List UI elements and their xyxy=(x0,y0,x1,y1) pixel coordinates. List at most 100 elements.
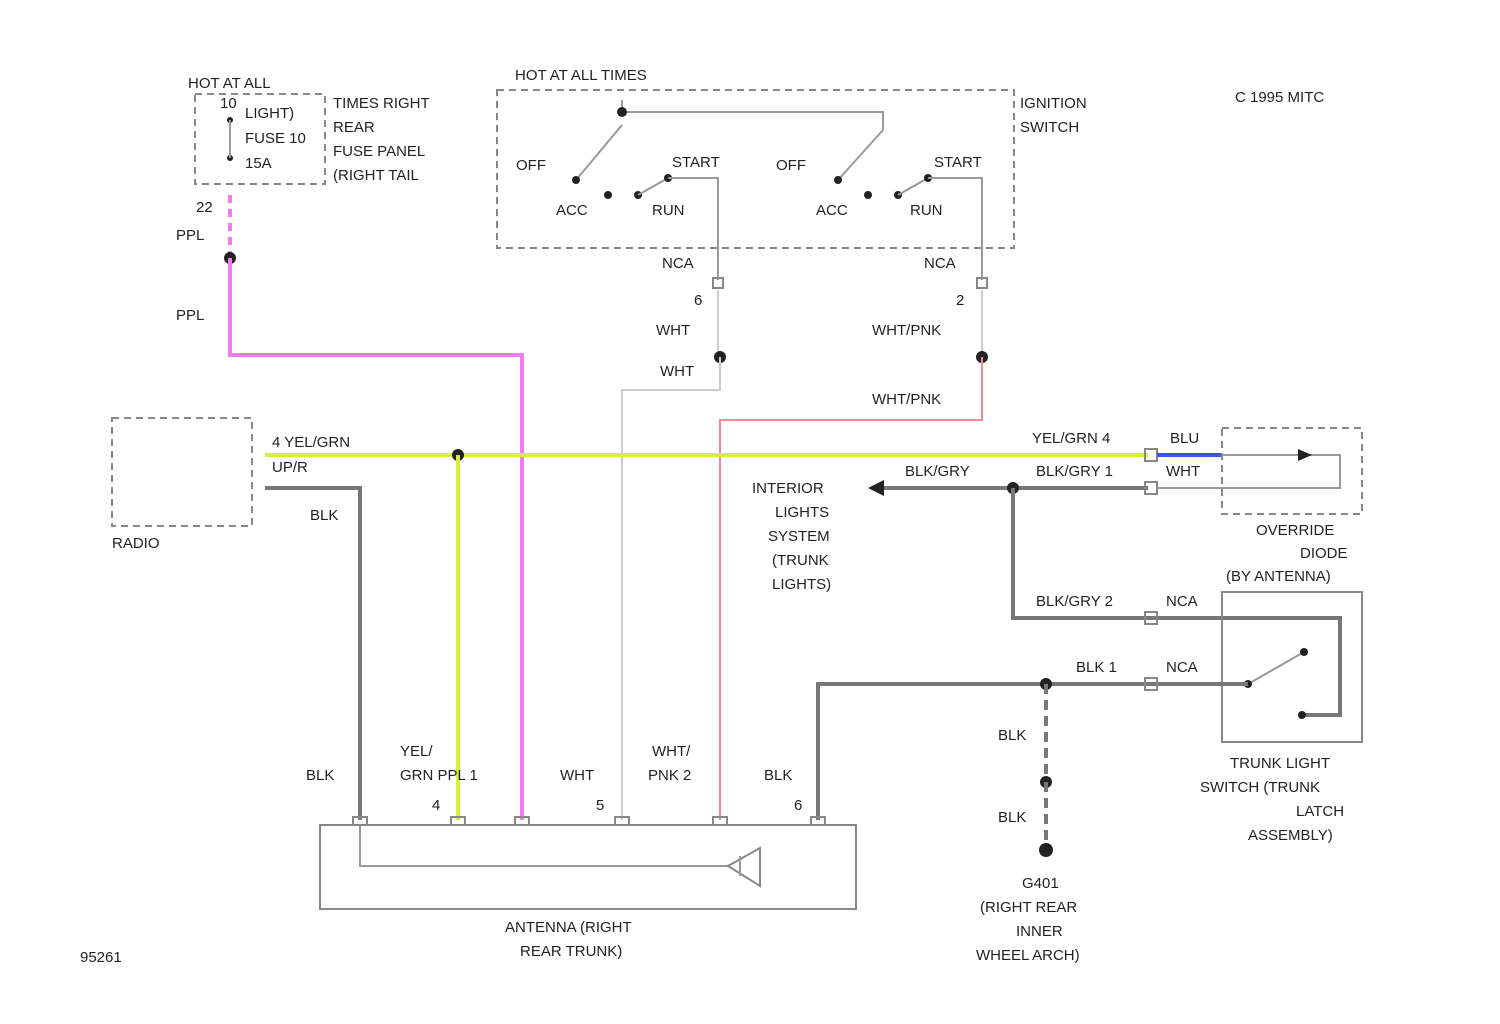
yel-grn-label-left: 4 YEL/GRN xyxy=(272,434,350,451)
diagram-id: C 1995 MITC xyxy=(1235,89,1324,106)
antenna-label-1: ANTENNA (RIGHT xyxy=(505,919,632,936)
override-label-2: DIODE xyxy=(1300,545,1348,562)
wht-label-2: WHT xyxy=(660,363,694,380)
ppl-label-2: PPL xyxy=(176,307,204,324)
ignition-name-2: SWITCH xyxy=(1020,119,1079,136)
radio-label: RADIO xyxy=(112,535,160,552)
fuse-inner-3: 15A xyxy=(245,155,272,172)
ignition-name-1: IGNITION xyxy=(1020,95,1087,112)
ground-label-4: WHEEL ARCH) xyxy=(976,947,1080,964)
ground-blk-label-2: BLK xyxy=(998,809,1026,826)
blk-gry-label: BLK/GRY xyxy=(905,463,970,480)
antenna: ANTENNA (RIGHT REAR TRUNK) BLK YEL/ GRN … xyxy=(306,743,856,960)
ground-dot xyxy=(1039,843,1053,857)
ppl-wire: PPL PPL xyxy=(176,195,522,820)
antenna-pin-wht: WHT xyxy=(560,767,594,784)
fuse-inner-1: LIGHT) xyxy=(245,105,294,122)
ignition-right-blade xyxy=(838,130,883,180)
antenna-pin-pnk-2: PNK 2 xyxy=(648,767,691,784)
fuse-pin-bottom: 22 xyxy=(196,199,213,216)
ignition-switch: HOT AT ALL TIMES IGNITION SWITCH OFF ACC… xyxy=(497,67,1087,309)
interior-lights: INTERIOR LIGHTS SYSTEM (TRUNK LIGHTS) xyxy=(752,480,831,593)
trunk-switch-contact-top xyxy=(1300,648,1308,656)
radio-outline xyxy=(112,418,252,526)
antenna-pin-p4: 4 xyxy=(432,797,440,814)
trunk-light-switch: TRUNK LIGHT SWITCH (TRUNK LATCH ASSEMBLY… xyxy=(1200,592,1362,844)
interior-arrow xyxy=(868,480,884,496)
ignition-left-blade xyxy=(576,125,622,180)
interior-label-3: SYSTEM xyxy=(768,528,830,545)
up-r-label: UP/R xyxy=(272,459,308,476)
override-label-3: (BY ANTENNA) xyxy=(1226,568,1331,585)
trunk-switch-blade xyxy=(1248,652,1304,684)
ignition-left-nca: NCA xyxy=(662,255,694,272)
fuse-inner-2: FUSE 10 xyxy=(245,130,306,147)
wht-pnk-wire-line xyxy=(720,357,982,820)
ignition-right-start-label: START xyxy=(934,154,982,171)
antenna-pin-yel-1: YEL/ xyxy=(400,743,433,760)
ignition-right-acc-label: ACC xyxy=(816,202,848,219)
blk-gry-2-nca: NCA xyxy=(1166,593,1198,610)
ignition-left-run-link xyxy=(638,178,668,195)
trunk-switch-label-3: LATCH xyxy=(1296,803,1344,820)
wht-pnk-label-1: WHT/PNK xyxy=(872,322,941,339)
ignition-right-acc xyxy=(864,191,872,199)
ground-label-3: INNER xyxy=(1016,923,1063,940)
yel-grn-label-right: YEL/GRN 4 xyxy=(1032,430,1110,447)
antenna-inner xyxy=(360,825,728,866)
trunk-switch-label-4: ASSEMBLY) xyxy=(1248,827,1333,844)
antenna-pin-p6: 6 xyxy=(794,797,802,814)
ground-label-1: G401 xyxy=(1022,875,1059,892)
radio: RADIO xyxy=(112,418,252,552)
ignition-right-run-link xyxy=(898,178,928,195)
antenna-pin-yel-2: GRN PPL 1 xyxy=(400,767,478,784)
ignition-left-acc-label: ACC xyxy=(556,202,588,219)
wht-r-label: WHT xyxy=(1166,463,1200,480)
wht-pnk-wire: WHT/PNK WHT/PNK xyxy=(720,290,988,820)
blk-gry-1-label: BLK/GRY 1 xyxy=(1036,463,1113,480)
ignition-left-run-label: RUN xyxy=(652,202,685,219)
override-inner xyxy=(1222,455,1340,488)
ignition-right-run-label: RUN xyxy=(910,202,943,219)
antenna-pin-pnk-1: WHT/ xyxy=(652,743,691,760)
override-diode-symbol xyxy=(1298,449,1312,461)
ignition-bus-dot xyxy=(617,107,627,117)
ppl-label-1: PPL xyxy=(176,227,204,244)
blk-1-nca: NCA xyxy=(1166,659,1198,676)
fuse-line-2: REAR xyxy=(333,119,375,136)
fuse-line-4: (RIGHT TAIL xyxy=(333,167,419,184)
trunk-switch-contact-bottom xyxy=(1298,711,1306,719)
ignition-left-acc xyxy=(604,191,612,199)
antenna-label-2: REAR TRUNK) xyxy=(520,943,622,960)
ground-label-2: (RIGHT REAR xyxy=(980,899,1077,916)
interior-label-1: INTERIOR xyxy=(752,480,824,497)
fuse-pin-top: 10 xyxy=(220,95,237,112)
fuse-hot-label: HOT AT ALL xyxy=(188,75,271,92)
trunk-switch-label-2: SWITCH (TRUNK xyxy=(1200,779,1320,796)
radio-blk-label: BLK xyxy=(310,507,338,524)
ignition-left-pivot xyxy=(572,176,580,184)
antenna-pin-blk-r: BLK xyxy=(764,767,792,784)
ignition-bus xyxy=(622,100,883,130)
ignition-left-off: OFF xyxy=(516,157,546,174)
blu-label: BLU xyxy=(1170,430,1199,447)
trunk-switch-label-1: TRUNK LIGHT xyxy=(1230,755,1330,772)
blk-gry-2-label: BLK/GRY 2 xyxy=(1036,593,1113,610)
blk-1-wire xyxy=(818,684,1248,820)
override-label-1: OVERRIDE xyxy=(1256,522,1334,539)
ignition-left-start-label: START xyxy=(672,154,720,171)
blk-ground-wire: BLK 1 NCA BLK BLK G401 (RIGHT REAR INNER… xyxy=(818,659,1248,964)
override-diode: OVERRIDE DIODE (BY ANTENNA) xyxy=(1222,428,1362,585)
blk-gry-wires: BLK/GRY BLK/GRY 1 WHT BLK/GRY 2 NCA xyxy=(868,463,1340,715)
wht-pnk-label-2: WHT/PNK xyxy=(872,391,941,408)
ignition-right-pin: 2 xyxy=(956,292,964,309)
fuse-line-3: FUSE PANEL xyxy=(333,143,425,160)
ignition-hot-label: HOT AT ALL TIMES xyxy=(515,67,647,84)
blk-1-label: BLK 1 xyxy=(1076,659,1117,676)
interior-label-4: (TRUNK xyxy=(772,552,829,569)
figure-code: 95261 xyxy=(80,949,122,966)
antenna-pin-blk: BLK xyxy=(306,767,334,784)
ground-blk-label-1: BLK xyxy=(998,727,1026,744)
fuse-block: HOT AT ALL LIGHT) FUSE 10 15A 10 TIMES R… xyxy=(188,75,430,216)
